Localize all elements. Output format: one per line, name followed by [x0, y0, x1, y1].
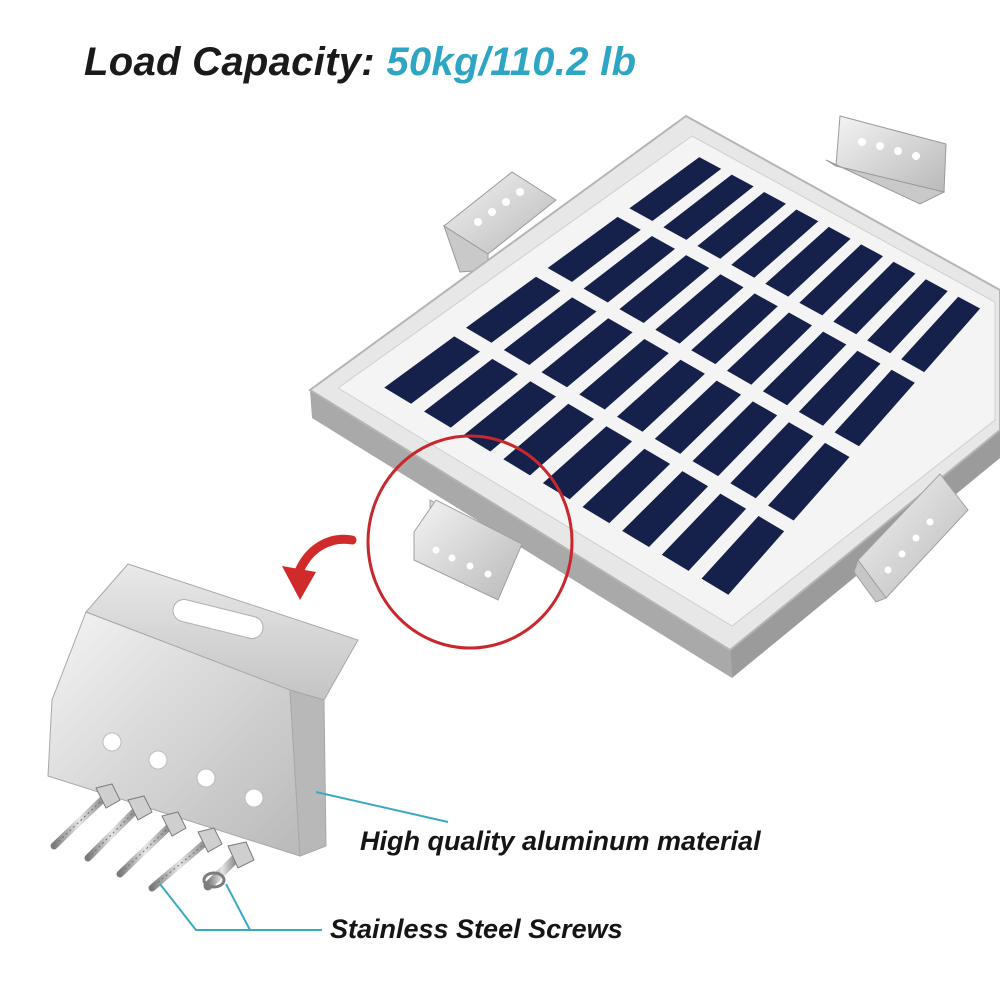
mounting-bracket-front-right: [853, 473, 969, 603]
solar-cell: [466, 276, 561, 343]
page-title: Load Capacity: 50kg/110.2 lb: [84, 36, 636, 88]
solar-cell: [542, 426, 633, 500]
solar-cell: [701, 516, 785, 595]
screws-leader-line-2: [225, 883, 251, 931]
solar-cell: [765, 226, 851, 297]
solar-cell: [622, 471, 709, 547]
solar-cell: [762, 331, 847, 406]
mounting-bracket-upper-left: [443, 171, 557, 273]
highlight-circle: [366, 434, 574, 650]
solar-cell: [697, 192, 786, 259]
screw: [116, 811, 187, 878]
solar-cell: [692, 401, 778, 477]
solar-cell: [654, 380, 742, 454]
stainless-steel-screws: [50, 783, 255, 892]
material-leader-line: [315, 791, 449, 823]
solar-cell: [661, 493, 747, 571]
solar-cell: [582, 448, 671, 524]
solar-cell: [629, 157, 722, 221]
bolt-with-washer: [202, 841, 255, 891]
bracket-closeup: [47, 563, 359, 857]
solar-cell: [541, 318, 633, 388]
solar-cell: [799, 244, 883, 316]
screw: [148, 827, 223, 892]
screw: [50, 783, 121, 850]
screw: [84, 795, 153, 862]
solar-cell: [617, 359, 705, 432]
solar-cell: [583, 236, 675, 303]
solar-cell: [655, 274, 744, 344]
solar-cell: [901, 296, 981, 373]
solar-cell: [463, 381, 556, 452]
solar-cell: [730, 422, 814, 499]
solar-cell: [547, 216, 641, 282]
solar-cell: [691, 293, 778, 365]
solar-cell: [663, 174, 754, 240]
load-capacity-value: 50kg/110.2 lb: [386, 40, 637, 84]
leader-lines: [159, 791, 449, 931]
load-capacity-label: Load Capacity:: [84, 40, 375, 84]
solar-cell: [424, 358, 518, 428]
curved-arrow-icon: [282, 534, 357, 600]
solar-cell: [834, 369, 915, 447]
solar-cell: [579, 339, 669, 410]
solar-cell: [727, 312, 812, 385]
mounting-bracket-upper-right: [825, 115, 947, 205]
solar-cell: [833, 261, 916, 335]
solar-cell: [731, 209, 819, 278]
material-callout: High quality aluminum material: [360, 826, 761, 856]
solar-cell: [619, 255, 710, 323]
screws-leader-line: [159, 883, 322, 931]
solar-cell: [798, 350, 881, 426]
solar-cell: [867, 279, 948, 354]
solar-cell: [503, 297, 597, 365]
mounting-bracket-front-circled: [413, 499, 523, 601]
solar-cell-grid: [384, 157, 981, 595]
solar-cell: [503, 403, 594, 476]
solar-cell: [768, 442, 850, 521]
screws-callout: Stainless Steel Screws: [330, 914, 623, 944]
solar-panel: [308, 114, 1000, 678]
solar-cell: [384, 336, 480, 404]
